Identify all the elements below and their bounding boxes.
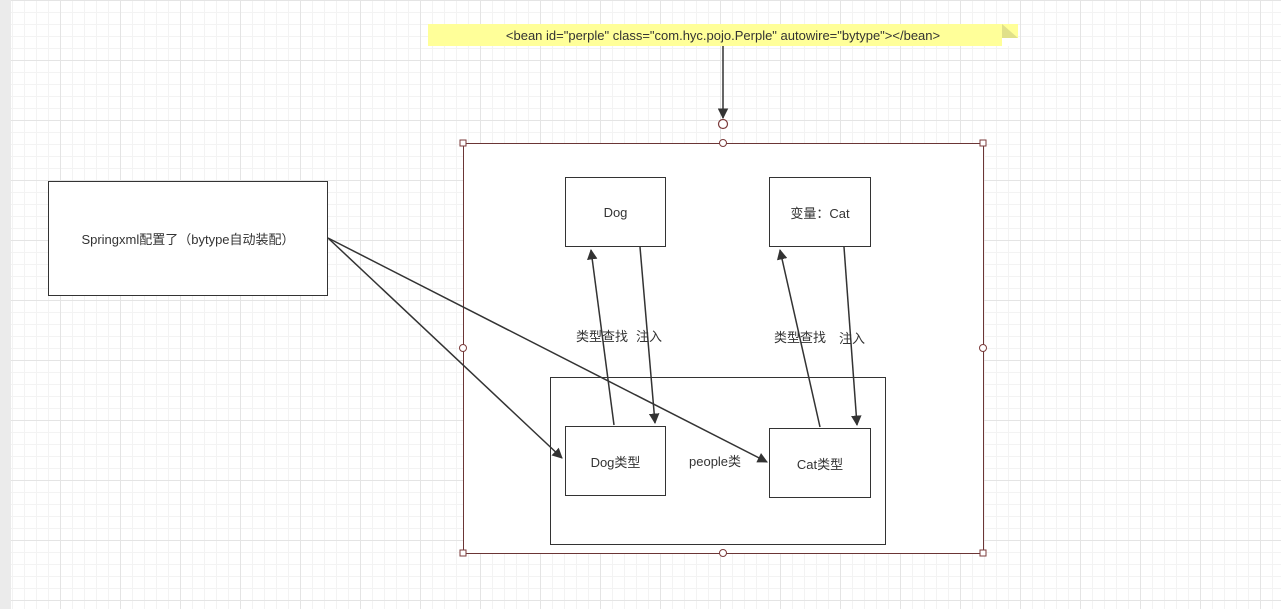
resize-handle-n [719, 139, 727, 147]
config-to-cat-field-arrow[interactable] [327, 237, 768, 463]
dog-inject-label: 注入 [636, 329, 663, 344]
resize-handle-nw [459, 139, 467, 147]
cat-inject-label: 注入 [839, 331, 866, 346]
resize-handle-s [719, 549, 727, 557]
cat-type-field-label: Cat类型 [796, 456, 844, 472]
springxml-config-label: Springxml配置了（bytype自动装配） [81, 232, 295, 247]
dog-type-field-box[interactable]: Dog类型 [565, 426, 666, 496]
cat-lookup-arrow[interactable] [776, 248, 821, 428]
resize-handle-w [459, 344, 467, 352]
people-class-label: people类 [689, 454, 742, 469]
dog-lookup-arrow[interactable] [587, 248, 615, 426]
dog-type-field-label: Dog类型 [590, 454, 641, 470]
cat-bean-box[interactable]: 变量：Cat [769, 177, 871, 247]
dog-bean-label: Dog [603, 204, 628, 220]
resize-handle-e [979, 344, 987, 352]
cat-type-field-box[interactable]: Cat类型 [769, 428, 871, 498]
dog-inject-arrow[interactable] [639, 246, 660, 425]
bean-definition-note[interactable]: <bean id="perple" class="com.hyc.pojo.Pe… [428, 24, 1018, 46]
dog-bean-box[interactable]: Dog [565, 177, 666, 247]
springxml-config-box[interactable]: Springxml配置了（bytype自动装配） [48, 181, 328, 296]
selection-handles[interactable] [459, 139, 987, 557]
connection-point-top[interactable] [717, 118, 729, 130]
bean-definition-text: <bean id="perple" class="com.hyc.pojo.Pe… [505, 27, 941, 43]
cat-bean-label: 变量：Cat [790, 205, 850, 221]
resize-handle-ne [979, 139, 987, 147]
resize-handle-se [979, 549, 987, 557]
config-to-dog-field-arrow[interactable] [327, 237, 563, 459]
canvas-left-gutter [0, 0, 11, 609]
resize-handle-sw [459, 549, 467, 557]
cat-inject-arrow[interactable] [843, 246, 862, 427]
note-fold-corner [1002, 24, 1018, 46]
